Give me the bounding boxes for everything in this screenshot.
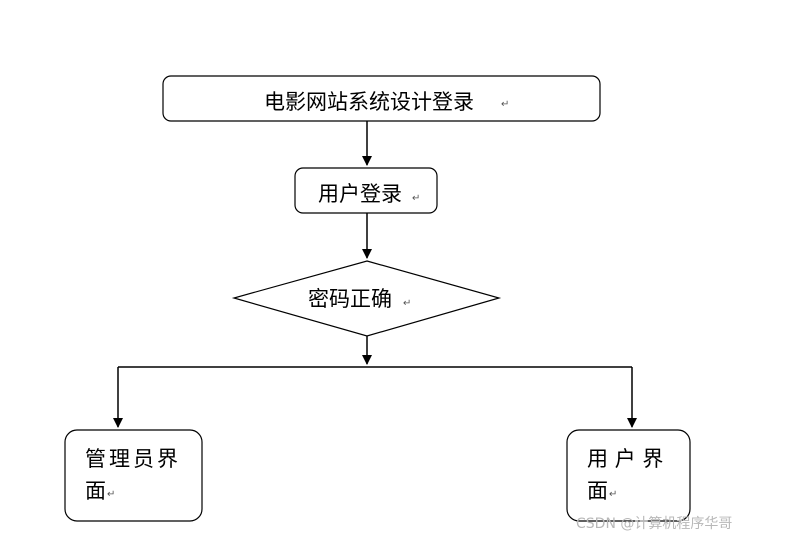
decision-node-para-mark: ↵ bbox=[403, 298, 411, 309]
admin-node-para-mark: ↵ bbox=[107, 489, 115, 500]
title-node-para-mark: ↵ bbox=[501, 99, 509, 110]
user-node-label-line2: 面 bbox=[587, 479, 608, 503]
watermark-text: CSDN @计算机程序华哥 bbox=[576, 516, 732, 532]
user-node-para-mark: ↵ bbox=[609, 489, 617, 500]
login-node-box bbox=[294, 167, 438, 214]
admin-node-box bbox=[64, 429, 203, 522]
decision-node: 密码正确 ↵ bbox=[231, 260, 502, 337]
title-node: 电影网站系统设计登录 ↵ bbox=[162, 75, 601, 122]
login-node-para-mark: ↵ bbox=[412, 193, 420, 204]
login-node-label: 用户登录 bbox=[318, 182, 402, 206]
admin-node-label-line1: 管理员界 bbox=[85, 447, 181, 471]
decision-node-label: 密码正确 bbox=[308, 287, 392, 311]
user-node-label-line1: 用 户 界 bbox=[587, 447, 663, 471]
title-node-box bbox=[162, 75, 601, 122]
user-node-box bbox=[566, 429, 691, 522]
user-node: 用 户 界 面 ↵ bbox=[566, 429, 691, 522]
admin-node: 管理员界 面 ↵ bbox=[64, 429, 203, 522]
login-node: 用户登录 ↵ bbox=[294, 167, 438, 214]
title-node-label: 电影网站系统设计登录 bbox=[264, 90, 474, 114]
admin-node-label-line2: 面 bbox=[85, 479, 106, 503]
